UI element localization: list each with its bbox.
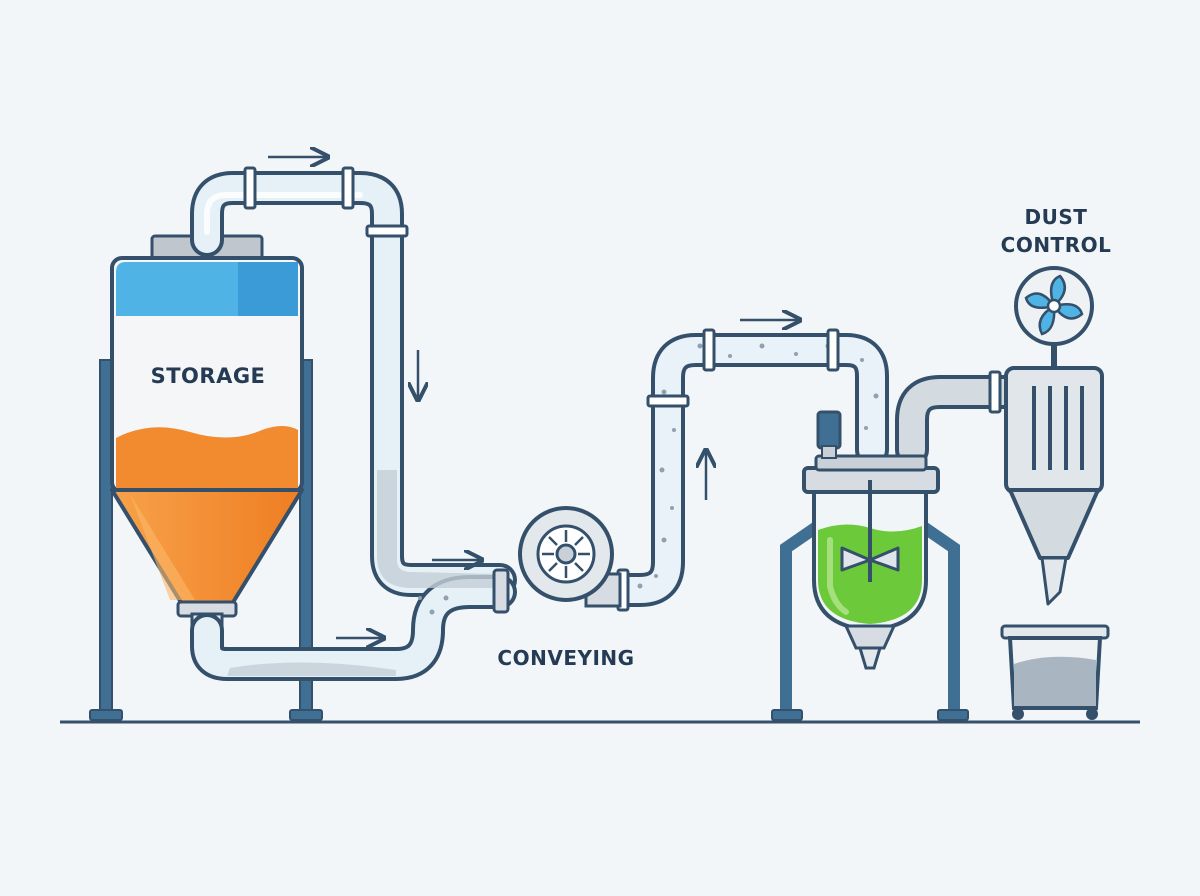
conveying-label: CONVEYING: [497, 646, 634, 670]
particle: [661, 389, 667, 395]
particle: [670, 506, 674, 510]
particle: [873, 393, 879, 399]
pipe-network: [190, 171, 1021, 681]
pipe-residue-return: [377, 470, 500, 588]
particle: [864, 426, 868, 430]
mixer-foot-left: [771, 709, 803, 721]
pipe-joint: [365, 224, 409, 238]
particle: [794, 352, 798, 356]
pipe-joint: [988, 370, 1002, 414]
pipe-joints: [243, 166, 1002, 612]
particle: [429, 609, 435, 615]
mixer-leg-left: [780, 521, 822, 714]
blower-rotor-blades: [542, 530, 590, 578]
bin-wheel-right: [1086, 708, 1098, 720]
particle: [637, 583, 643, 589]
pipe-joint: [702, 328, 716, 372]
pipe-conveying-line: [599, 337, 885, 603]
pipe-joint: [826, 328, 840, 372]
filter-hopper: [1008, 488, 1100, 560]
pipe-joint: [341, 166, 355, 210]
blower-hub: [555, 543, 577, 565]
motor-mount: [821, 445, 837, 459]
pipe-return-line-shine: [204, 192, 363, 235]
silo-foot-left: [89, 709, 123, 721]
storage-label: STORAGE: [151, 364, 266, 388]
silo-top-band-shade: [238, 262, 298, 316]
fan-hub: [1046, 298, 1062, 314]
particle: [418, 596, 422, 600]
mixer-discharge-nozzle: [857, 646, 883, 670]
particle: [672, 428, 676, 432]
mixer-leg-right: [918, 521, 960, 714]
mixer-vessel: [771, 410, 969, 721]
particle: [654, 574, 658, 578]
mixer-lid-top: [814, 454, 928, 472]
pipe-residue-feed: [227, 662, 396, 676]
dust-collector: [1000, 266, 1110, 720]
silo-cone-highlight: [130, 494, 195, 600]
filter-discharge: [1040, 556, 1068, 606]
mixer-discharge: [843, 624, 897, 650]
blower-inlet: [492, 568, 510, 614]
conveyed-material: [227, 343, 879, 676]
particle: [860, 358, 864, 362]
motor-icon: [816, 410, 842, 450]
pipe-joint: [646, 394, 690, 408]
filter-housing: [1004, 366, 1104, 494]
particle: [697, 343, 703, 349]
silo-cone: [110, 488, 304, 606]
flow-arrows: [268, 157, 798, 638]
blower: [492, 506, 622, 614]
silo-foot-right: [289, 709, 323, 721]
dust-control-label-line2: CONTROL: [1001, 233, 1112, 257]
agitator-icon: [840, 546, 900, 572]
pipe-dust-line: [899, 379, 1017, 463]
pipe-joint: [243, 166, 257, 210]
bin-wheel-left: [1012, 708, 1024, 720]
dust-control-label-line1: DUST: [1025, 205, 1088, 229]
particle: [443, 595, 449, 601]
particle: [759, 343, 765, 349]
silo-material: [116, 426, 298, 490]
collected-dust: [1014, 656, 1096, 706]
filter-slots: [1032, 386, 1084, 470]
particle: [661, 537, 667, 543]
mixer-liquid-shine: [827, 537, 849, 615]
storage-silo: [89, 234, 323, 721]
particle: [659, 467, 665, 473]
particle: [728, 354, 732, 358]
mixer-foot-right: [937, 709, 969, 721]
pipe-feed-line: [194, 579, 513, 677]
